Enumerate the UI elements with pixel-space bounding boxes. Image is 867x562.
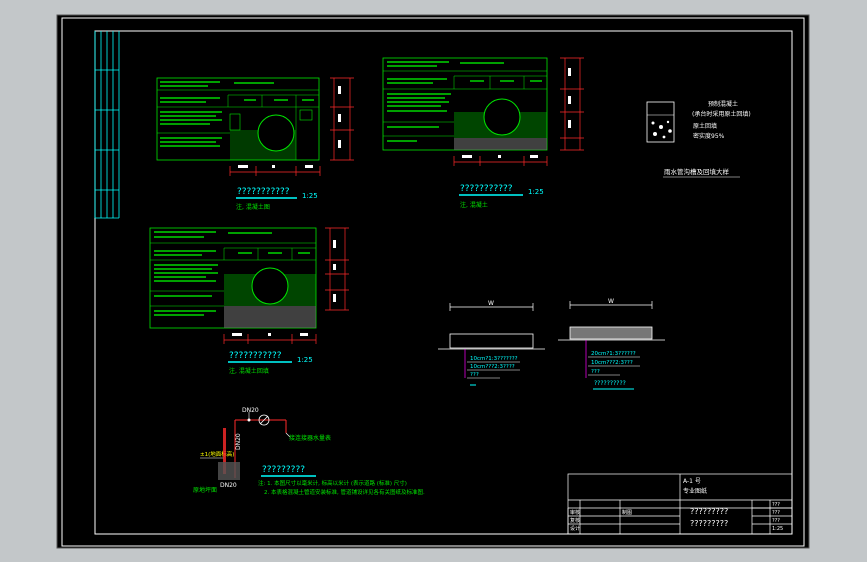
- legend-line-2: (承台时采用原土回填): [692, 110, 751, 118]
- pipe-note-1: 注: 1. 本图尺寸以毫米计, 标高以米计 (表示道路 (标准) 尺寸): [258, 479, 407, 487]
- pipe-label-ground: ±1(地面标高): [200, 450, 234, 458]
- detail-3-scale: 1:25: [297, 356, 313, 364]
- detail-1-scale: 1:25: [302, 192, 318, 200]
- section-2-dim: W: [608, 298, 614, 305]
- section-2-line-2: 10cm???2:3???: [591, 360, 633, 366]
- legend-line-1: 预制混凝土: [708, 100, 738, 108]
- trench-detail-1: ??????????? 1:25 注, 混凝土图: [156, 77, 354, 211]
- pipe-label-right: 接连接器水量表: [289, 434, 331, 442]
- section-2-line-3: ???: [591, 369, 600, 375]
- section-1-line-2: 10cm???2:3????: [470, 364, 515, 370]
- outer-frame: [61, 17, 805, 547]
- drawing-title: ?????????: [690, 507, 728, 516]
- section-1-line-3: ???: [470, 372, 479, 378]
- title-code-3: ???: [772, 518, 780, 524]
- legend-line-4: 密实度95%: [693, 132, 725, 140]
- title-code-4: 1:25: [772, 526, 783, 532]
- pipe-label-top: DN20: [242, 407, 259, 414]
- detail-1-title: ???????????: [237, 187, 290, 197]
- inner-frame: [94, 30, 793, 535]
- title-row-1: 审核: [570, 509, 580, 516]
- section-2-caption: ??????????: [594, 380, 626, 387]
- title-row-4: 制图: [622, 509, 632, 516]
- pavement-section-1: W 10cm?1:3??????? 10cm???2:3???? ???: [438, 300, 545, 386]
- detail-1-caption: 注, 混凝土图: [236, 203, 270, 211]
- title-code-1: ???: [772, 502, 780, 508]
- legend-title: 雨水管沟槽及回填大样: [664, 167, 730, 176]
- section-2-line-1: 20cm?1:3??????: [591, 351, 636, 357]
- title-block: [567, 473, 793, 535]
- trench-detail-3: ??????????? 1:25 注, 混凝土回填: [149, 227, 349, 375]
- title-header-2: 专业图纸: [683, 487, 707, 495]
- title-row-3: 设计: [570, 525, 580, 532]
- pipe-label-box: 原地坪面: [193, 486, 217, 494]
- drawing-subtitle: ?????????: [690, 519, 728, 528]
- title-row-2: 复核: [570, 517, 580, 524]
- backfill-legend: 预制混凝土 (承台时采用原土回填) 原土回填 密实度95% 雨水管沟槽及回填大样: [646, 100, 751, 178]
- title-code-2: ???: [772, 510, 780, 516]
- legend-line-3: 原土回填: [693, 122, 717, 130]
- detail-2-caption: 注, 混凝土: [460, 201, 488, 209]
- revision-strip: [94, 31, 120, 219]
- pipe-label-bottom: DN20: [220, 482, 237, 489]
- pipe-note-2: 2. 本表格混凝土管道安装标准, 管道铺设详见各有关图纸及标准图.: [264, 488, 425, 496]
- detail-3-caption: 注, 混凝土回填: [229, 367, 269, 375]
- pavement-section-2: W 20cm?1:3?????? 10cm???2:3??? ??? ?????…: [558, 298, 665, 390]
- detail-3-title: ???????????: [229, 351, 282, 361]
- trench-detail-2: ??????????? 1:25 注, 混凝土: [382, 57, 584, 209]
- section-1-dim: W: [488, 300, 494, 307]
- detail-2-title: ???????????: [460, 184, 513, 194]
- pipe-label-left: DN20: [235, 433, 242, 450]
- detail-2-scale: 1:25: [528, 188, 544, 196]
- pipe-connection-detail: DN20 DN20 接连接器水量表 ±1(地面标高) DN20 原地坪面 ???…: [193, 407, 425, 496]
- pipe-detail-title: ?????????: [262, 465, 305, 475]
- section-1-line-1: 10cm?1:3???????: [470, 356, 518, 362]
- title-header-1: A-1 号: [683, 478, 701, 485]
